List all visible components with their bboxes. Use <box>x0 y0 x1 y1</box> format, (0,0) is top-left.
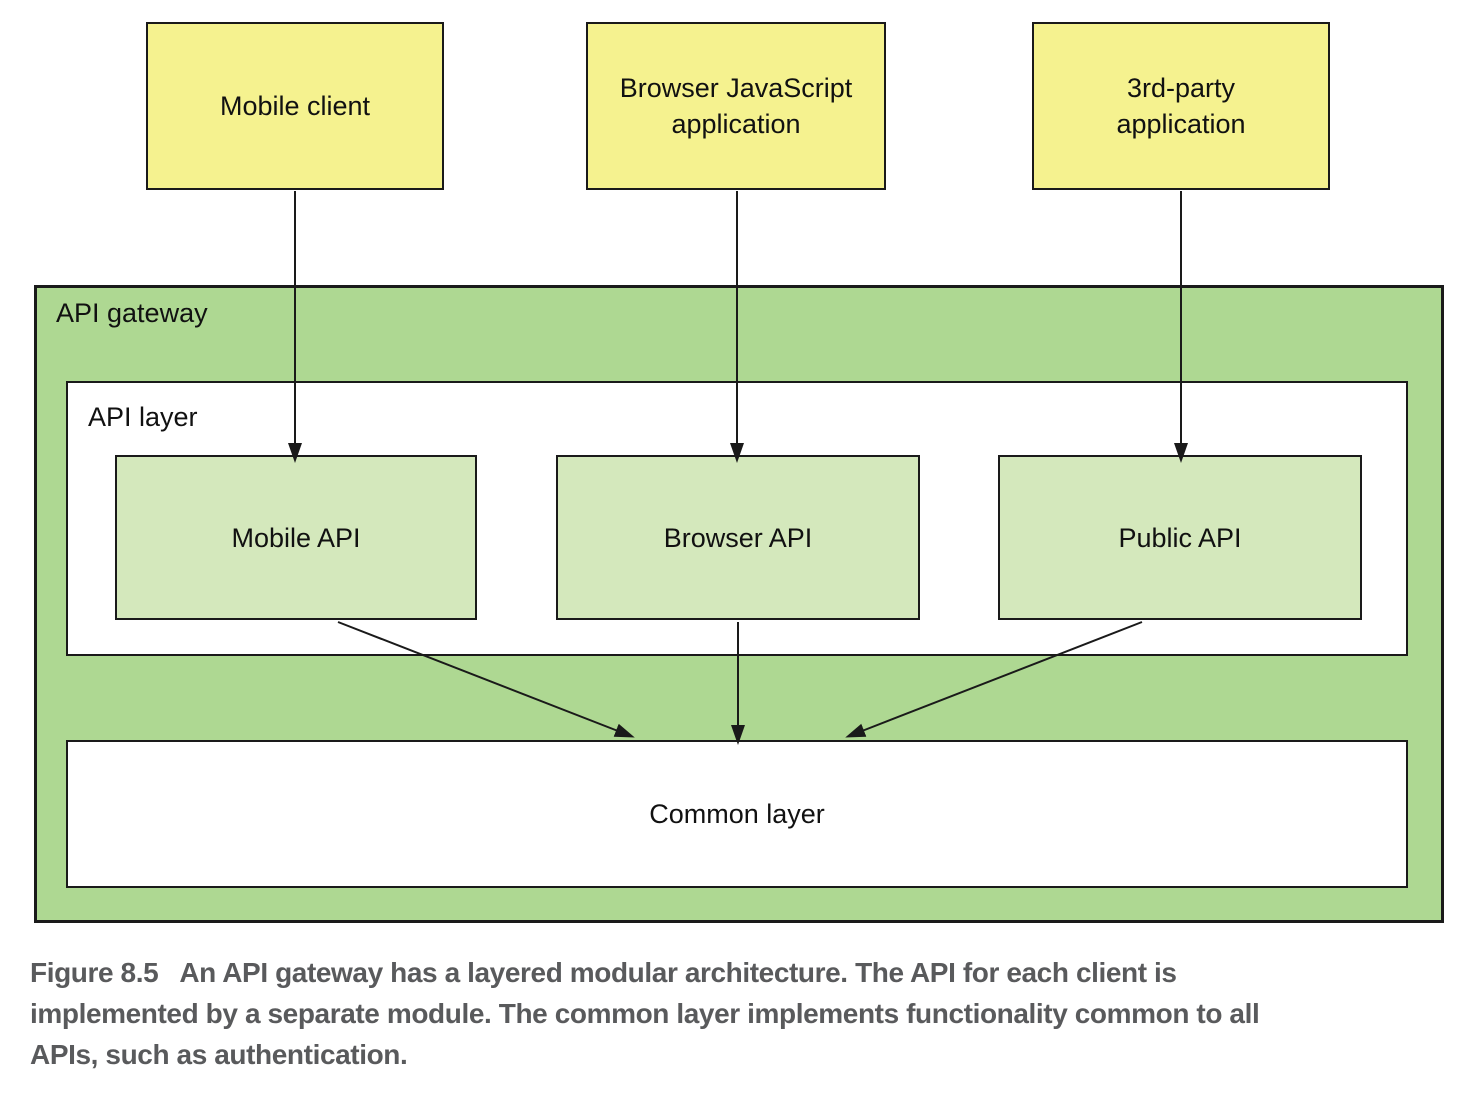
browser-javascript-application-label: Browser JavaScript application <box>619 73 853 139</box>
mobile-api-box: Mobile API <box>115 455 477 620</box>
common-layer-box: Common layer <box>66 740 1408 888</box>
api-layer-label: API layer <box>88 402 198 432</box>
mobile-client-label: Mobile client <box>219 91 371 121</box>
mobile-client-box: Mobile client <box>146 22 444 190</box>
browser-api-box: Browser API <box>556 455 920 620</box>
figure-caption-line-1: Figure 8.5 An API gateway has a layered … <box>30 957 1177 988</box>
browser-api-label: Browser API <box>663 522 813 553</box>
figure-caption-line-3: APIs, such as authentication. <box>30 1039 408 1070</box>
third-party-application-label: 3rd-party application <box>1116 73 1246 139</box>
third-party-application-box: 3rd-party application <box>1032 22 1330 190</box>
mobile-api-label: Mobile API <box>231 522 361 553</box>
common-layer-label: Common layer <box>649 799 825 829</box>
api-gateway-label: API gateway <box>56 298 208 328</box>
public-api-label: Public API <box>1118 522 1242 553</box>
figure-caption: Figure 8.5 An API gateway has a layered … <box>30 952 1466 1075</box>
browser-javascript-application-box: Browser JavaScript application <box>586 22 886 190</box>
public-api-box: Public API <box>998 455 1362 620</box>
figure-caption-line-2: implemented by a separate module. The co… <box>30 998 1260 1029</box>
